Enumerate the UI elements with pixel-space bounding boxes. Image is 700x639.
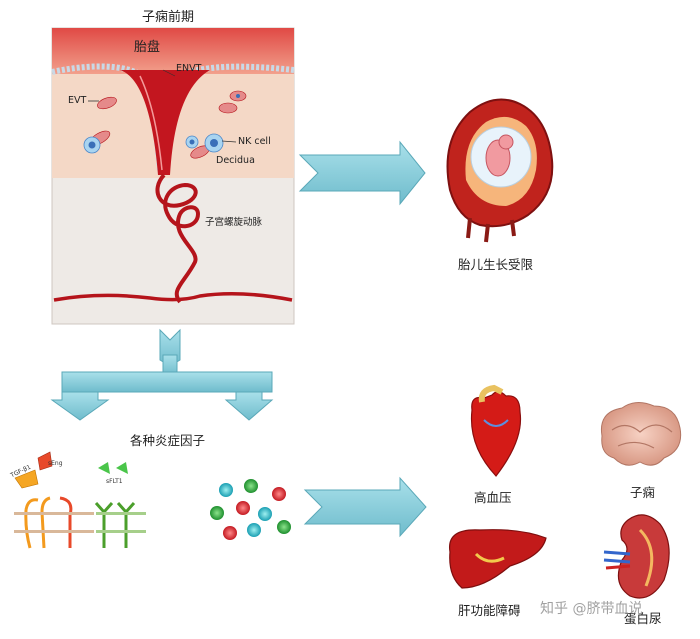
arrow-right-bottom <box>303 476 427 538</box>
diagram-title: 子痫前期 <box>142 10 195 25</box>
decidua-label: Decidua <box>216 155 255 166</box>
brain-icon <box>600 402 682 466</box>
evt-label: EVT <box>68 95 87 106</box>
nk-cell-label: NK cell <box>238 136 271 147</box>
heart-icon <box>470 384 522 477</box>
sflt-label: sFLT1 <box>106 478 123 485</box>
fetal-growth-restriction-label: 胎儿生长受限 <box>458 257 534 272</box>
proteinuria-label: 蛋白尿 <box>624 611 662 626</box>
placenta-label: 胎盘 <box>134 40 161 55</box>
envt-label: ENVT <box>176 63 202 74</box>
seng-label: sEng <box>48 460 63 467</box>
liver-icon <box>448 529 547 589</box>
receptor-illustration <box>14 451 146 549</box>
fetal-growth-restriction-illustration <box>446 98 554 243</box>
arrow-split-down <box>50 328 274 421</box>
liver-dysfunction-label: 肝功能障碍 <box>458 603 521 618</box>
inflammatory-factor-dots <box>210 479 291 540</box>
arrow-right-top <box>298 140 426 206</box>
watermark: 知乎 @脐带血说 <box>540 601 643 617</box>
spiral-artery-label: 子宫螺旋动脉 <box>205 217 263 228</box>
placenta-panel <box>51 27 295 325</box>
eclampsia-label: 子痫 <box>630 485 656 500</box>
hypertension-label: 高血压 <box>474 490 512 505</box>
inflammatory-factors-label: 各种炎症因子 <box>130 433 206 448</box>
kidney-icon <box>603 514 670 599</box>
